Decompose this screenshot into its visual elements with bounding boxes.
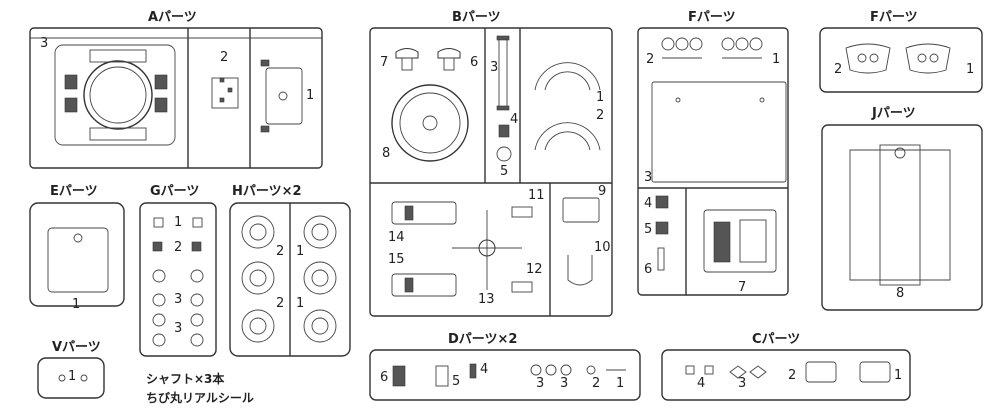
part-number: 3 [536,376,545,391]
sprue-c-frame [661,349,911,401]
sprue-f1-frame [637,27,789,296]
sprue-a-frame [29,27,323,169]
part-h-wheels [241,215,337,343]
part-e1 [47,227,109,293]
part-f2-pads [845,43,951,74]
title-g: Gパーツ [150,184,200,199]
part-number: 2 [174,240,183,255]
part-number: 14 [388,230,405,245]
part-a2 [211,77,239,109]
part-number: 10 [594,240,611,255]
part-j8 [849,144,951,286]
part-a1 [260,59,303,133]
sprue-h-frame [229,202,351,357]
part-number: 6 [644,262,653,277]
part-number: 7 [738,280,747,295]
part-number: 1 [596,90,605,105]
part-number: 11 [528,188,545,203]
part-b14-b15 [391,201,457,297]
title-a: Aパーツ [148,10,197,25]
title-c: Cパーツ [752,332,801,347]
part-number: 3 [560,376,569,391]
part-number: 6 [470,55,479,70]
part-number: 3 [174,321,183,336]
part-number: 4 [644,196,653,211]
part-number: 1 [296,296,305,311]
part-c-items [685,361,891,383]
sprue-g-frame [139,202,217,357]
part-number: 3 [40,36,49,51]
sprue-v-frame [37,357,105,399]
part-b7-b6 [395,48,461,71]
part-number: 1 [894,368,903,383]
title-e: Eパーツ [50,184,98,199]
part-number: 3 [644,170,653,185]
part-number: 2 [596,108,605,123]
part-f3-plate [651,81,787,183]
sprue-d-frame [369,349,641,401]
part-number: 2 [276,296,285,311]
part-number: 2 [834,62,843,77]
part-number: 9 [598,184,607,199]
title-v: Vパーツ [52,340,101,355]
part-number: 12 [526,262,543,277]
part-number: 7 [380,55,389,70]
part-number: 1 [174,215,183,230]
part-b4-b5 [496,124,512,162]
part-number: 1 [296,244,305,259]
part-g-items [152,217,204,347]
part-number: 13 [478,292,495,307]
part-number: 4 [480,362,489,377]
part-number: 3 [738,376,747,391]
part-number: 5 [644,222,653,237]
part-number: 1 [616,376,625,391]
part-number: 8 [382,146,391,161]
part-b1-b2-arcs [534,62,601,151]
part-b13-cross [452,210,522,290]
title-b: Bパーツ [452,10,501,25]
part-number: 1 [72,297,81,312]
part-d-items [392,363,626,387]
part-number: 8 [896,286,905,301]
part-number: 2 [788,368,797,383]
title-f2: Fパーツ [870,10,918,25]
part-b8-disc [391,84,469,162]
sticker-note: ちび丸リアルシール [146,391,254,405]
part-number: 1 [772,52,781,67]
title-d: Dパーツ×2 [448,332,518,347]
part-number: 5 [452,374,461,389]
part-f-wheels [661,37,763,59]
part-number: 4 [697,376,706,391]
part-v1 [58,374,88,382]
part-number: 1 [68,369,77,384]
part-number: 1 [306,88,315,103]
part-b11-b12 [511,206,533,293]
part-b9-b10 [562,197,600,286]
sprue-b-frame [369,27,613,317]
part-number: 4 [510,112,519,127]
part-number: 15 [388,252,405,267]
part-f4-f5-f6 [655,195,669,271]
part-number: 2 [646,52,655,67]
part-a3-body [54,44,176,146]
part-number: 6 [380,370,389,385]
title-f1: Fパーツ [688,10,736,25]
part-number: 2 [592,376,601,391]
title-h: Hパーツ×2 [232,184,302,199]
part-f7 [703,209,777,273]
title-j: Jパーツ [872,106,916,121]
part-number: 2 [220,50,229,65]
part-b3-rod [496,35,510,111]
part-number: 1 [966,62,975,77]
part-number: 2 [276,244,285,259]
part-number: 3 [490,60,499,75]
part-number: 3 [174,292,183,307]
sprue-f2-frame [819,27,983,93]
sprue-e-frame [29,202,125,307]
sprue-j-frame [821,124,983,311]
shaft-note: シャフト×3本 [146,372,225,386]
part-number: 5 [500,164,509,179]
